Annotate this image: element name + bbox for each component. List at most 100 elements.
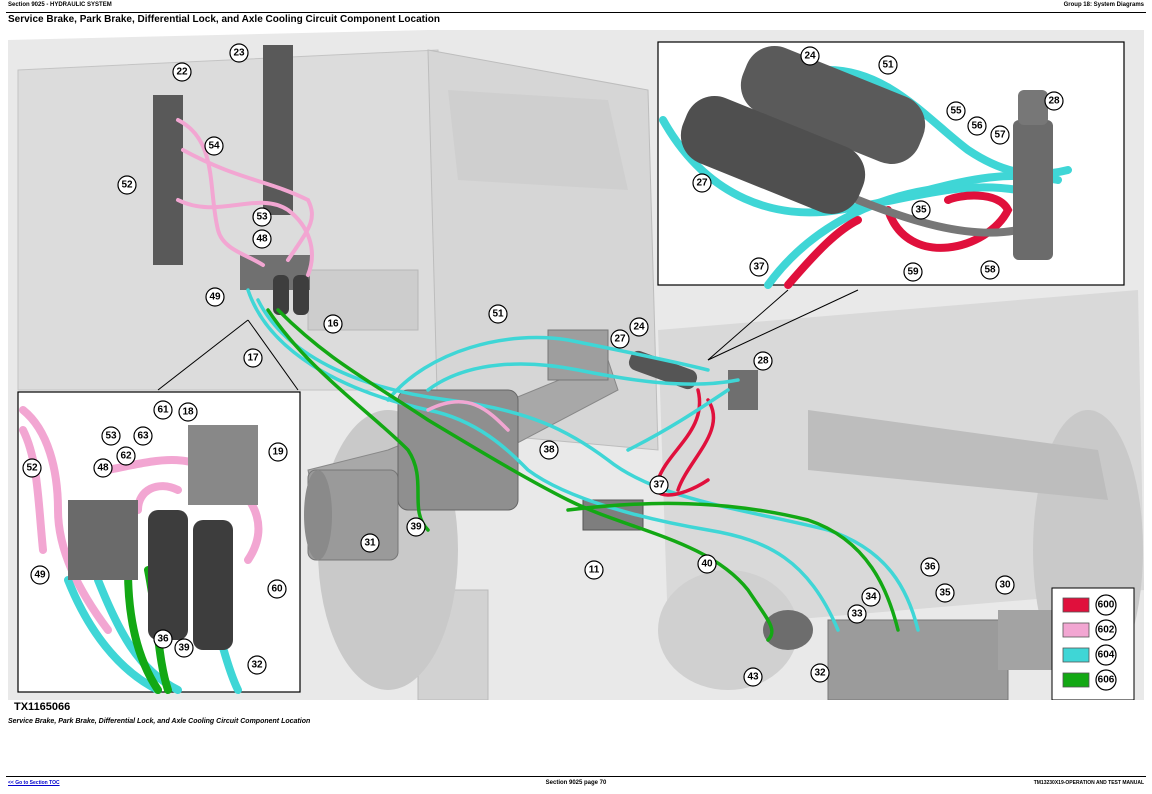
callouts-main: 22 23 54 52 53 48 49 16 17 51 27 24 28 3… <box>117 43 1015 687</box>
figure-caption: Service Brake, Park Brake, Differential … <box>8 718 311 725</box>
inset-top-callout-28[interactable]: 28 <box>1044 91 1064 111</box>
svg-text:38: 38 <box>543 445 555 456</box>
inset-top-callout-35[interactable]: 35 <box>911 200 931 220</box>
svg-text:58: 58 <box>984 265 996 276</box>
inset-left-callout-39[interactable]: 39 <box>174 638 194 658</box>
inset-left-callout-18[interactable]: 18 <box>178 402 198 422</box>
callout-30[interactable]: 30 <box>995 575 1015 595</box>
inset-left-callout-49[interactable]: 49 <box>30 565 50 585</box>
callout-43[interactable]: 43 <box>743 667 763 687</box>
callout-17[interactable]: 17 <box>243 348 263 368</box>
svg-text:604: 604 <box>1098 650 1115 661</box>
header-rule <box>6 12 1146 13</box>
inset-top-callout-27[interactable]: 27 <box>692 173 712 193</box>
callout-23[interactable]: 23 <box>229 43 249 63</box>
svg-text:37: 37 <box>653 480 665 491</box>
svg-text:59: 59 <box>907 267 919 278</box>
inset-top-callout-51[interactable]: 51 <box>878 55 898 75</box>
svg-text:35: 35 <box>939 588 951 599</box>
svg-text:52: 52 <box>26 463 38 474</box>
inset-top-callout-55[interactable]: 55 <box>946 101 966 121</box>
inset-left-callout-60[interactable]: 60 <box>267 579 287 599</box>
svg-text:60: 60 <box>271 584 283 595</box>
svg-text:24: 24 <box>804 51 816 62</box>
svg-text:52: 52 <box>121 180 133 191</box>
svg-text:24: 24 <box>633 322 645 333</box>
inset-top-callout-37[interactable]: 37 <box>749 257 769 277</box>
callout-36[interactable]: 36 <box>920 557 940 577</box>
inset-left-callout-63[interactable]: 63 <box>133 426 153 446</box>
svg-text:32: 32 <box>814 668 826 679</box>
svg-text:40: 40 <box>701 559 713 570</box>
inset-left-callout-53[interactable]: 53 <box>101 426 121 446</box>
color-legend: 600 602 604 606 <box>1051 587 1135 700</box>
inset-top-callout-24[interactable]: 24 <box>800 46 820 66</box>
legend-item-606: 606 <box>1062 669 1117 691</box>
svg-text:62: 62 <box>120 451 132 462</box>
callout-31[interactable]: 31 <box>360 533 380 553</box>
callout-33[interactable]: 33 <box>847 604 867 624</box>
page-title: Service Brake, Park Brake, Differential … <box>8 14 440 25</box>
callout-35[interactable]: 35 <box>935 583 955 603</box>
inset-top-callout-58[interactable]: 58 <box>980 260 1000 280</box>
svg-text:602: 602 <box>1098 625 1115 636</box>
inset-left-callout-62[interactable]: 62 <box>116 446 136 466</box>
svg-text:11: 11 <box>589 565 600 576</box>
svg-text:43: 43 <box>747 672 759 683</box>
inset-leaders <box>157 289 859 391</box>
svg-text:61: 61 <box>157 405 169 416</box>
callout-34[interactable]: 34 <box>861 587 881 607</box>
svg-text:48: 48 <box>256 234 268 245</box>
svg-text:51: 51 <box>882 60 894 71</box>
callout-48[interactable]: 48 <box>252 229 272 249</box>
callout-11[interactable]: 11 <box>584 560 604 580</box>
callout-38[interactable]: 38 <box>539 440 559 460</box>
callout-16[interactable]: 16 <box>323 314 343 334</box>
legend-item-604: 604 <box>1062 644 1117 666</box>
svg-text:37: 37 <box>753 262 765 273</box>
hydraulic-lines <box>176 118 920 642</box>
svg-text:17: 17 <box>247 353 259 364</box>
callout-52[interactable]: 52 <box>117 175 137 195</box>
inset-left-callout-48[interactable]: 48 <box>93 458 113 478</box>
inset-left-callout-52[interactable]: 52 <box>22 458 42 478</box>
svg-text:48: 48 <box>97 463 109 474</box>
callout-24[interactable]: 24 <box>629 317 649 337</box>
callout-22[interactable]: 22 <box>172 62 192 82</box>
svg-text:51: 51 <box>492 309 504 320</box>
svg-text:35: 35 <box>915 205 927 216</box>
inset-top-callout-56[interactable]: 56 <box>967 116 987 136</box>
callout-39[interactable]: 39 <box>406 517 426 537</box>
inset-left-callout-36[interactable]: 36 <box>153 629 173 649</box>
callout-49[interactable]: 49 <box>205 287 225 307</box>
svg-text:30: 30 <box>999 580 1011 591</box>
inset-left-callout-32[interactable]: 32 <box>247 655 267 675</box>
accumulator-cylinders <box>680 46 1053 260</box>
manual-id: TM13230X19-OPERATION AND TEST MANUAL <box>1033 780 1144 786</box>
svg-text:32: 32 <box>251 660 263 671</box>
callout-28[interactable]: 28 <box>753 351 773 371</box>
callout-27[interactable]: 27 <box>610 329 630 349</box>
callout-51[interactable]: 51 <box>488 304 508 324</box>
callout-54[interactable]: 54 <box>204 136 224 156</box>
section-toc-link[interactable]: << Go to Section TOC <box>8 780 60 786</box>
inset-top-callout-59[interactable]: 59 <box>903 262 923 282</box>
svg-text:56: 56 <box>971 121 983 132</box>
svg-text:54: 54 <box>208 141 220 152</box>
callout-32[interactable]: 32 <box>810 663 830 683</box>
valve-and-filters <box>68 425 258 650</box>
inset-left-callout-61[interactable]: 61 <box>153 400 173 420</box>
inset-left-callout-19[interactable]: 19 <box>268 442 288 462</box>
svg-text:33: 33 <box>851 609 863 620</box>
svg-text:22: 22 <box>176 67 188 78</box>
svg-text:23: 23 <box>233 48 245 59</box>
inset-top-right <box>657 41 1125 289</box>
inset-top-callout-57[interactable]: 57 <box>990 125 1010 145</box>
callout-37[interactable]: 37 <box>649 475 669 495</box>
callouts-inset-left: 61 18 53 52 48 63 62 19 49 60 36 39 32 <box>22 400 288 675</box>
callout-40[interactable]: 40 <box>697 554 717 574</box>
header-group: Group 18: System Diagrams <box>1063 2 1144 8</box>
svg-text:36: 36 <box>924 562 936 573</box>
svg-text:49: 49 <box>209 292 221 303</box>
callout-53[interactable]: 53 <box>252 207 272 227</box>
